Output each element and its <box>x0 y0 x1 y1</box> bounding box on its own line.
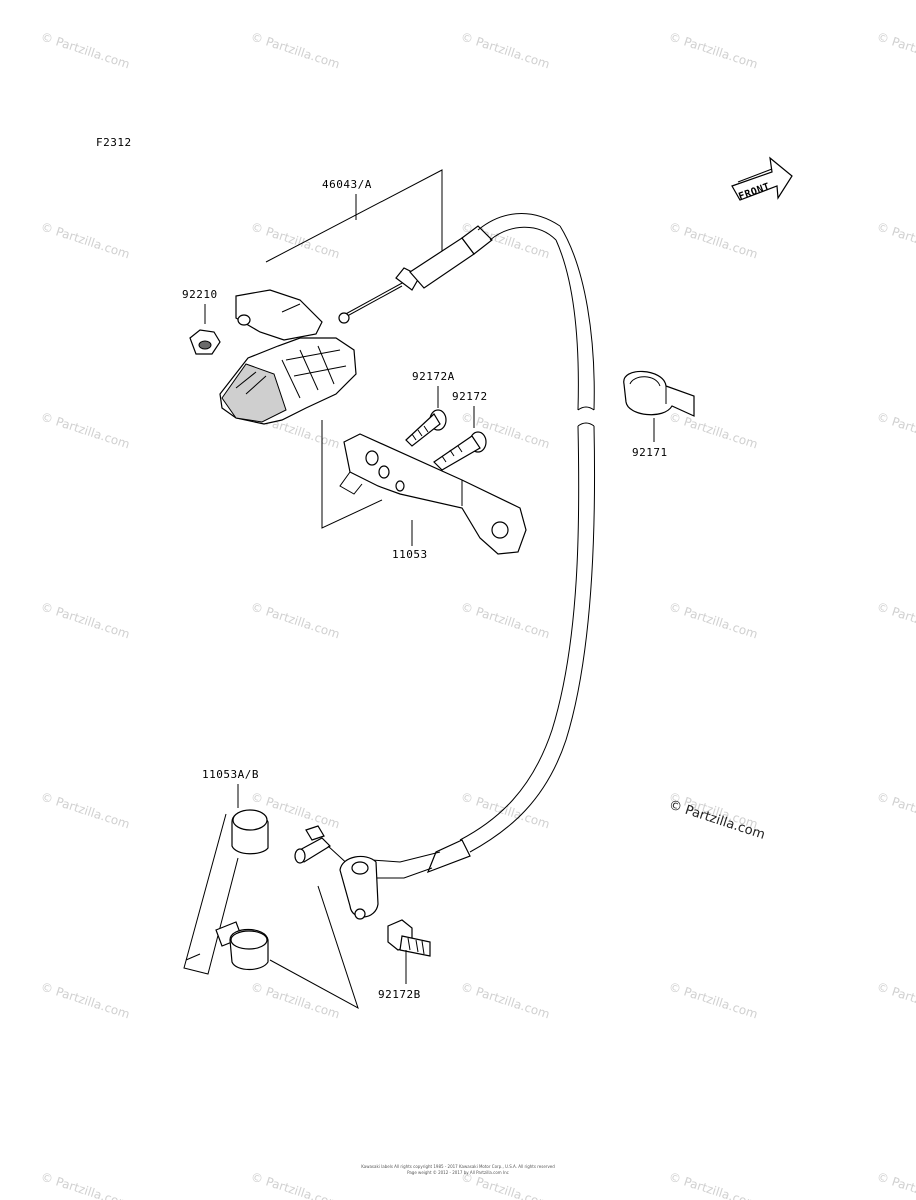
clamp-92171: 92171 <box>623 370 695 459</box>
bracket-11053: 11053 <box>321 420 527 561</box>
callout-92210-label: 92210 <box>182 288 218 301</box>
figure-code: F2312 <box>96 136 132 149</box>
callout-11053-label: 11053 <box>392 548 428 561</box>
watermark-tile: © Partzilla.com <box>249 980 341 1022</box>
watermark-tile: © Partzilla.com <box>875 790 916 832</box>
callout-11053AB-label: 11053A/B <box>202 768 259 781</box>
front-arrow-icon: FRONT <box>731 156 793 203</box>
watermark-tile: © Partzilla.com <box>667 220 759 262</box>
bolt-92172B: 92172B <box>378 919 431 1001</box>
watermark-tile: © Partzilla.com <box>875 410 916 452</box>
watermark-tile: © Partzilla.com <box>39 1170 131 1200</box>
watermark-tile: © Partzilla.com <box>459 980 551 1022</box>
watermark-tile: © Partzilla.com <box>459 600 551 642</box>
watermark-tile: © Partzilla.com <box>667 1170 759 1200</box>
copyright-line-2: Page weight © 2012 - 2017 by All Partzil… <box>407 1170 509 1175</box>
watermark-layer: © Partzilla.com © Partzilla.com © Partzill… <box>39 30 916 1200</box>
callout-92172B-label: 92172B <box>378 988 421 1001</box>
watermark-tile: © Partzilla.com <box>39 790 131 832</box>
watermark-tile: © Partzilla.com <box>667 30 759 72</box>
watermark-tile: © Partzilla.com <box>875 30 916 72</box>
watermark-tile: © Partzilla.com <box>667 980 759 1022</box>
watermark-tile: © Partzilla.com <box>875 600 916 642</box>
watermark-tile: © Partzilla.com <box>249 220 341 262</box>
callout-92171-label: 92171 <box>632 446 668 459</box>
throttle-cable <box>338 213 596 879</box>
watermark-tile: © Partzilla.com <box>875 980 916 1022</box>
callout-92172A-label: 92172A <box>412 370 455 383</box>
callout-92172-label: 92172 <box>452 390 488 403</box>
watermark-tile: © Partzilla.com <box>249 600 341 642</box>
watermark-tile: © Partzilla.com <box>249 30 341 72</box>
screw-92172A: 92172A <box>405 370 455 447</box>
callout-46043-label: 46043/A <box>322 178 372 191</box>
watermark-tile: © Partzilla.com <box>39 220 131 262</box>
watermark-tile: © Partzilla.com <box>875 1170 916 1200</box>
screw-92172: 92172 <box>433 390 488 471</box>
watermark-tile: © Partzilla.com <box>39 980 131 1022</box>
watermark-tile: © Partzilla.com <box>667 600 759 642</box>
watermark-tile: © Partzilla.com <box>39 600 131 642</box>
nut-92210: 92210 <box>182 288 221 355</box>
watermark-tile: © Partzilla.com <box>875 220 916 262</box>
watermark-tile: © Partzilla.com <box>39 30 131 72</box>
watermark-tile: © Partzilla.com <box>249 1170 341 1200</box>
lever-11053AB: 11053A/B <box>183 768 269 975</box>
callout-46043: 46043/A <box>265 169 443 263</box>
copyright-line-1: Kawasaki labels All rights copyright 198… <box>361 1164 555 1169</box>
watermark-tile: © Partzilla.com <box>459 30 551 72</box>
throttle-lever-assembly <box>219 289 357 425</box>
watermark-tile: © Partzilla.com <box>667 410 759 452</box>
watermark-tile: © Partzilla.com <box>39 410 131 452</box>
cable-end-fitting <box>269 825 379 1010</box>
